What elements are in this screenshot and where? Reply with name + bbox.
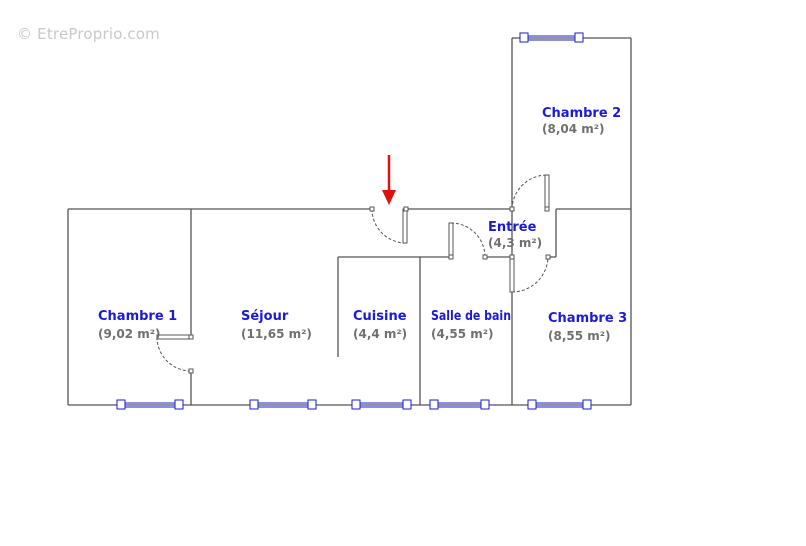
room-area-chambre-3: (8,55 m²)	[548, 329, 611, 343]
window-sejour	[249, 399, 317, 410]
wall-markers	[188, 206, 551, 374]
door-chambre3	[509, 256, 549, 293]
door-chambre1	[156, 334, 192, 372]
room-area-salle-de-bain: (4,55 m²)	[431, 327, 494, 341]
room-area-entree: (4,3 m²)	[488, 236, 542, 250]
room-area-chambre-1: (9,02 m²)	[98, 327, 161, 341]
room-name-chambre-3: Chambre 3	[548, 311, 627, 326]
room-area-cuisine: (4,4 m²)	[353, 327, 407, 341]
doors	[156, 174, 550, 372]
window-cuisine	[351, 399, 412, 410]
window-salle-de-bain	[429, 399, 490, 410]
windows	[116, 32, 592, 410]
window-chambre1	[116, 399, 184, 410]
window-chambre3	[527, 399, 592, 410]
door-salle-de-bain	[448, 222, 486, 258]
room-name-cuisine: Cuisine	[353, 309, 407, 324]
room-labels: Chambre 2 (8,04 m²) Entrée (4,3 m²) Cham…	[98, 106, 627, 343]
room-area-sejour: (11,65 m²)	[241, 327, 312, 341]
room-name-salle-de-bain: Salle de bain	[431, 309, 511, 324]
room-name-chambre-1: Chambre 1	[98, 309, 177, 324]
entry-arrow-icon	[382, 155, 396, 205]
room-name-chambre-2: Chambre 2	[542, 106, 621, 121]
door-chambre2	[511, 174, 550, 210]
door-front-entrance	[371, 208, 408, 244]
walls	[67, 37, 632, 406]
room-name-entree: Entrée	[488, 220, 537, 235]
window-chambre2	[519, 32, 584, 43]
watermark: © EtreProprio.com	[17, 25, 160, 43]
room-name-sejour: Séjour	[241, 309, 289, 324]
room-area-chambre-2: (8,04 m²)	[542, 122, 605, 136]
